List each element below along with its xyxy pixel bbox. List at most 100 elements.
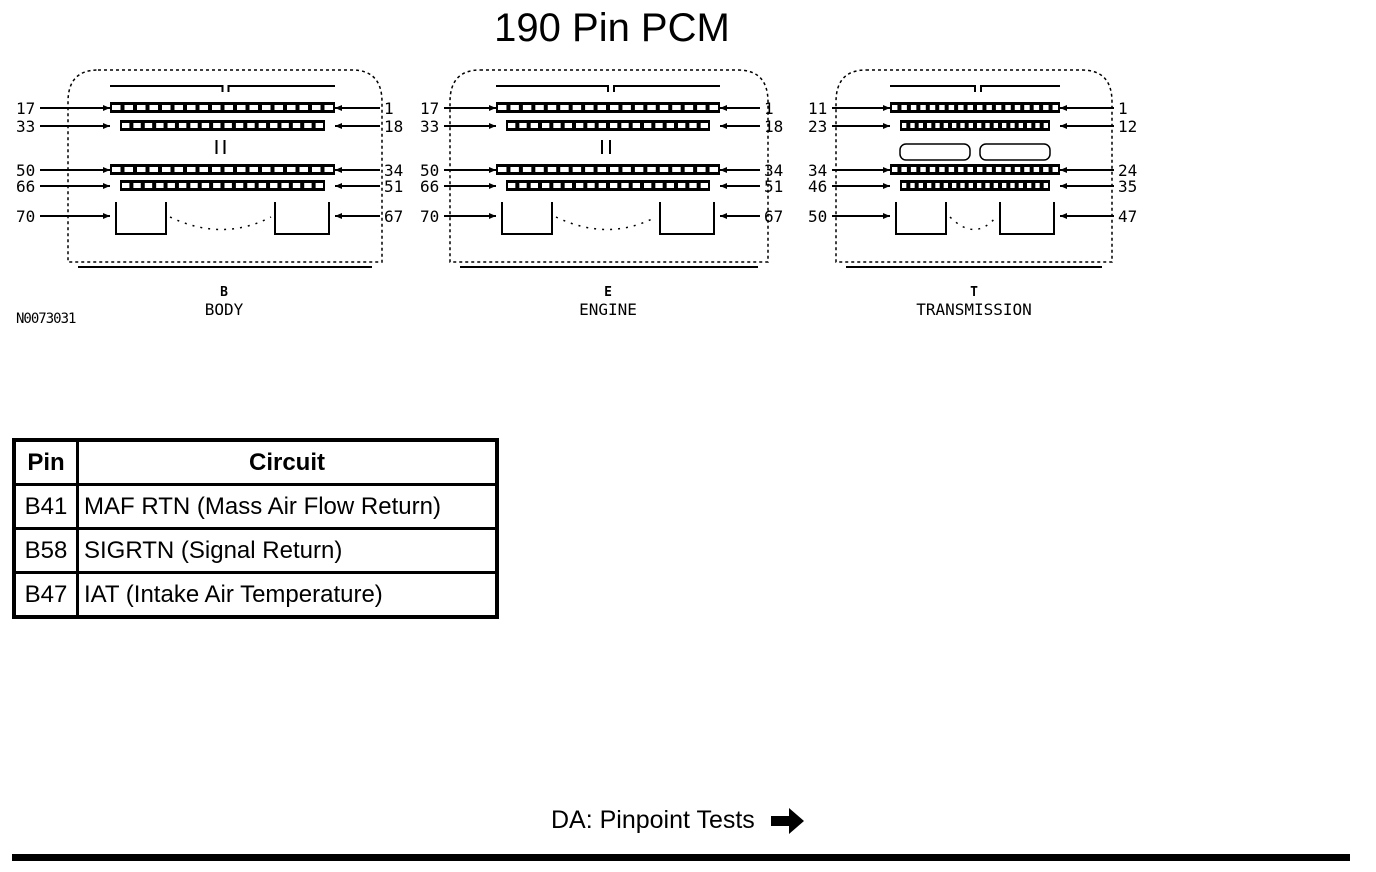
pin-slot	[144, 123, 153, 128]
pin-slot	[122, 183, 130, 188]
circuit-cell: IAT (Intake Air Temperature)	[76, 571, 499, 619]
pin-row	[496, 164, 720, 175]
pin-leader-arrow	[335, 105, 342, 111]
pin-slot	[1035, 183, 1040, 188]
circuit-column-header: Circuit	[76, 438, 499, 486]
pin-number-right: 18	[764, 117, 783, 136]
pin-slot	[258, 183, 267, 188]
pin-number-left: 17	[16, 99, 35, 118]
connector-housing	[449, 69, 769, 263]
power-pin-block	[501, 202, 553, 235]
pin-slot	[598, 123, 606, 128]
pin-slot	[274, 167, 283, 172]
pin-row	[900, 180, 1050, 191]
pin-slot	[1014, 167, 1021, 172]
pin-slot	[939, 167, 945, 172]
pin-slot	[281, 123, 289, 128]
pin-number-right: 47	[1118, 207, 1137, 226]
pin-slot	[530, 183, 538, 188]
pin-slot	[304, 183, 312, 188]
pin-slot	[689, 123, 697, 128]
connector-name: ENGINE	[579, 300, 637, 319]
pin-slot	[535, 105, 544, 110]
pin-slot	[553, 183, 561, 188]
pin-leader-arrow	[720, 167, 727, 173]
pin-slot	[929, 105, 936, 110]
pin-slot	[1052, 167, 1058, 172]
pin-slot	[647, 105, 656, 110]
right-arrow-icon[interactable]	[770, 807, 805, 835]
pin-slot	[162, 105, 171, 110]
pin-slot	[324, 167, 333, 172]
pin-slot	[262, 167, 271, 172]
pin-row	[900, 120, 1050, 131]
pin-slot	[547, 167, 557, 172]
pin-slot	[564, 183, 572, 188]
pin-row	[110, 164, 335, 175]
pin-slot	[237, 167, 246, 172]
pin-slot	[498, 167, 507, 172]
pin-slot	[224, 123, 232, 128]
pin-leader-arrow	[489, 213, 496, 219]
pin-number-left: 23	[808, 117, 827, 136]
connector-housing	[835, 69, 1113, 263]
pin-slot	[1018, 123, 1023, 128]
bottom-divider	[12, 854, 1350, 861]
pin-cell: B41	[12, 483, 79, 530]
pin-leader-arrow	[103, 213, 110, 219]
pin-leader-arrow	[720, 213, 727, 219]
dotted-contour	[555, 216, 657, 231]
pin-slot	[952, 123, 957, 128]
pin-slot	[1043, 123, 1048, 128]
pinpoint-tests-label[interactable]: DA: Pinpoint Tests	[551, 806, 755, 834]
pin-slot	[190, 123, 198, 128]
pin-slot	[634, 105, 644, 110]
pin-slot	[995, 167, 1002, 172]
pin-slot	[610, 167, 619, 172]
connector-letter: B	[220, 285, 228, 300]
pin-slot	[993, 123, 998, 128]
pin-row	[110, 102, 335, 113]
pin-slot	[910, 167, 917, 172]
pinpoint-tests-link[interactable]: DA: Pinpoint Tests	[551, 806, 805, 835]
pin-slot	[655, 183, 663, 188]
pin-slot	[587, 123, 595, 128]
pin-slot	[1024, 105, 1030, 110]
circuit-cell: SIGRTN (Signal Return)	[76, 527, 499, 574]
pin-slot	[910, 105, 917, 110]
pin-slot	[137, 105, 146, 110]
power-pin-block	[115, 202, 167, 235]
pin-slot	[1005, 105, 1011, 110]
pin-slot	[156, 183, 164, 188]
pin-leader-arrow	[103, 183, 110, 189]
pin-number-right: 34	[764, 161, 783, 180]
pin-slot	[270, 183, 278, 188]
pin-leader-arrow	[489, 105, 496, 111]
pin-slot	[247, 123, 255, 128]
pin-slot	[943, 123, 948, 128]
pin-slot	[1027, 123, 1032, 128]
pin-slot	[224, 167, 233, 172]
pin-slot	[958, 105, 964, 110]
power-pin-block	[274, 202, 330, 235]
pin-slot	[299, 105, 308, 110]
pin-slot	[1043, 183, 1048, 188]
pin-slot	[977, 105, 983, 110]
pin-slot	[967, 167, 973, 172]
pin-slot	[292, 183, 301, 188]
pin-slot	[901, 167, 907, 172]
pin-slot	[920, 105, 926, 110]
pin-slot	[190, 183, 198, 188]
pin-slot	[700, 123, 708, 128]
pin-leader-arrow	[883, 105, 890, 111]
pin-slot	[672, 167, 681, 172]
pin-number-right: 67	[384, 207, 403, 226]
pin-slot	[201, 123, 210, 128]
table-row: B47 IAT (Intake Air Temperature)	[12, 571, 499, 619]
pin-slot	[977, 183, 982, 188]
pin-slot	[1005, 167, 1011, 172]
pin-slot	[968, 123, 973, 128]
pin-slot	[684, 167, 694, 172]
